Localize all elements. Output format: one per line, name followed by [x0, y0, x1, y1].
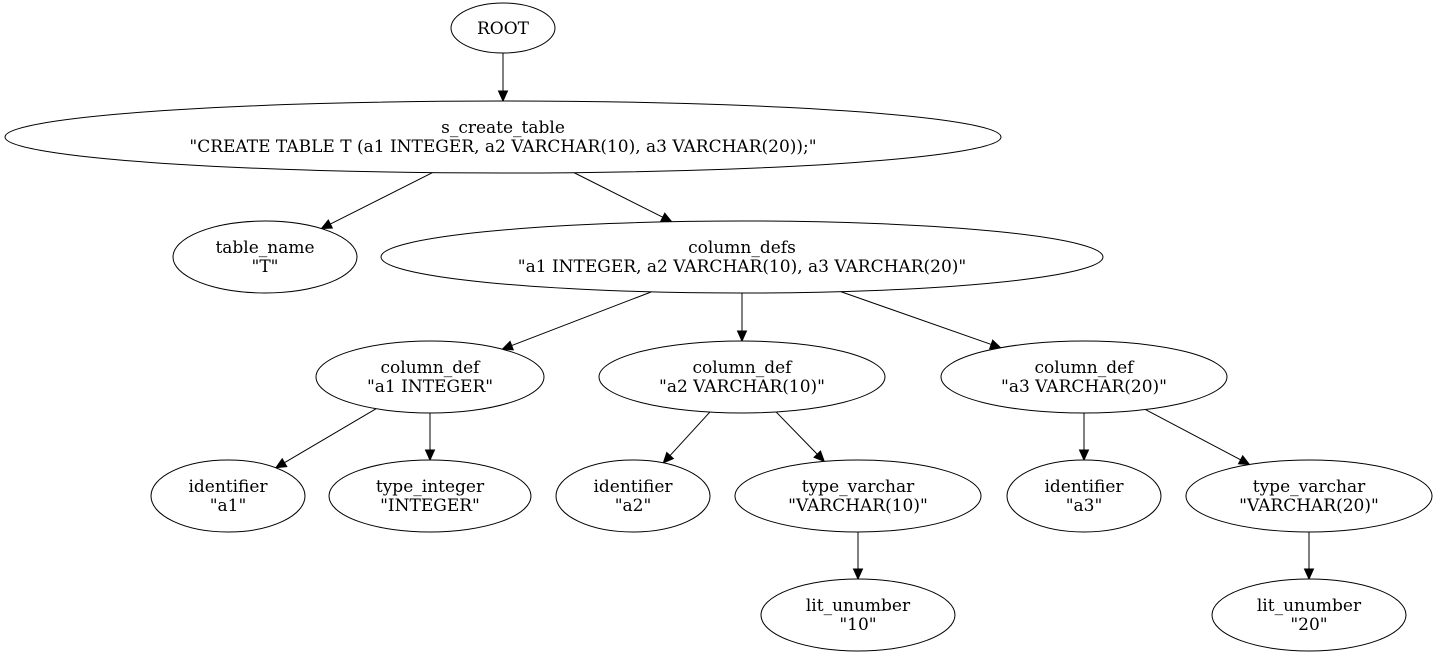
node-value: "a2" — [615, 496, 652, 516]
node-label: column_def — [693, 358, 794, 378]
arrowhead-icon — [1078, 449, 1090, 462]
node-ellipse — [734, 459, 982, 533]
node-column-def: column_def"a1 INTEGER" — [315, 340, 545, 414]
edge-cdefs-to-cd1 — [501, 291, 652, 351]
node-value: "CREATE TABLE T (a1 INTEGER, a2 VARCHAR(… — [189, 137, 816, 157]
edge-tv3-to-lit20 — [1303, 532, 1315, 581]
node-value: "a2 VARCHAR(10)" — [659, 377, 825, 397]
node-column-defs: column_defs"a1 INTEGER, a2 VARCHAR(10), … — [380, 220, 1104, 294]
arrowhead-icon — [662, 451, 675, 464]
node-ellipse — [4, 100, 1002, 174]
arrowhead-icon — [852, 568, 864, 581]
node-value: "T" — [252, 257, 279, 277]
edge-line — [330, 172, 433, 225]
node-ROOT: ROOT — [450, 2, 556, 54]
nodes-layer: ROOT s_create_table"CREATE TABLE T (a1 IN… — [4, 2, 1433, 652]
node-column-def: column_def"a3 VARCHAR(20)" — [940, 340, 1228, 414]
node-value: "a1 INTEGER, a2 VARCHAR(10), a3 VARCHAR(… — [518, 257, 966, 277]
node-ellipse — [150, 459, 306, 533]
arrowhead-icon — [320, 219, 334, 230]
node-value: "a1" — [210, 496, 247, 516]
node-ellipse — [598, 340, 886, 414]
edge-cdefs-to-cd3 — [840, 291, 1002, 350]
node-column-def: column_def"a2 VARCHAR(10)" — [598, 340, 886, 414]
arrowhead-icon — [813, 450, 826, 463]
node-type-integer: type_integer"INTEGER" — [328, 459, 532, 533]
node-ellipse — [328, 459, 532, 533]
node-value: "a3" — [1066, 496, 1103, 516]
node-identifier: identifier"a3" — [1006, 459, 1162, 533]
node-label: lit_unumber — [1257, 596, 1362, 616]
edge-cd1-to-ti1 — [424, 413, 436, 462]
node-value: "VARCHAR(20)" — [1239, 496, 1379, 516]
node-label: lit_unumber — [806, 596, 911, 616]
edge-line — [775, 411, 818, 455]
arrowhead-icon — [497, 90, 509, 103]
node-ellipse — [1211, 578, 1407, 652]
node-ellipse — [172, 220, 358, 294]
arrowhead-icon — [274, 457, 288, 469]
node-value: "10" — [839, 615, 876, 635]
edge-root-to-create — [497, 53, 509, 103]
edge-line — [840, 291, 992, 345]
node-label: type_integer — [376, 477, 485, 497]
node-type-varchar: type_varchar"VARCHAR(10)" — [734, 459, 982, 533]
node-label: type_varchar — [802, 477, 915, 497]
edge-create-to-tname — [320, 172, 433, 230]
arrowhead-icon — [501, 340, 515, 351]
arrowhead-icon — [988, 339, 1002, 350]
node-label: identifier — [1044, 477, 1124, 497]
node-identifier: identifier"a2" — [555, 459, 711, 533]
node-label: column_def — [381, 358, 482, 378]
arrowhead-icon — [1237, 454, 1251, 466]
node-ellipse — [380, 220, 1104, 294]
edge-cdefs-to-cd2 — [736, 293, 748, 343]
edge-cd3-to-tv3 — [1145, 409, 1251, 466]
node-s-create-table: s_create_table"CREATE TABLE T (a1 INTEGE… — [4, 100, 1002, 174]
node-value: "20" — [1290, 615, 1327, 635]
node-value: "a1 INTEGER" — [367, 377, 493, 397]
edge-line — [511, 291, 652, 347]
node-label: ROOT — [477, 19, 530, 39]
node-label: identifier — [593, 477, 673, 497]
node-type-varchar: type_varchar"VARCHAR(20)" — [1185, 459, 1433, 533]
node-value: "a3 VARCHAR(20)" — [1001, 377, 1167, 397]
node-label: column_def — [1035, 358, 1136, 378]
edge-line — [573, 172, 663, 218]
node-ellipse — [760, 578, 956, 652]
arrowhead-icon — [424, 449, 436, 462]
node-ellipse — [1006, 459, 1162, 533]
node-ellipse — [555, 459, 711, 533]
node-label: type_varchar — [1253, 477, 1366, 497]
edge-create-to-cdefs — [573, 172, 673, 223]
edge-tv2-to-lit10 — [852, 532, 864, 581]
node-ellipse — [315, 340, 545, 414]
edge-line — [284, 408, 377, 464]
edge-cd3-to-id3 — [1078, 413, 1090, 462]
node-ellipse — [1185, 459, 1433, 533]
arrowhead-icon — [736, 330, 748, 343]
node-label: s_create_table — [441, 118, 565, 138]
node-lit-unumber: lit_unumber"10" — [760, 578, 956, 652]
node-ellipse — [450, 2, 556, 54]
edge-cd2-to-id2 — [662, 411, 711, 464]
node-label: column_defs — [688, 238, 796, 258]
node-identifier: identifier"a1" — [150, 459, 306, 533]
node-label: identifier — [188, 477, 268, 497]
edge-cd2-to-tv2 — [775, 411, 826, 463]
edge-cd1-to-id1 — [274, 408, 377, 469]
node-ellipse — [940, 340, 1228, 414]
arrowhead-icon — [659, 212, 673, 223]
edge-line — [669, 411, 711, 456]
node-table-name: table_name"T" — [172, 220, 358, 294]
edge-line — [1145, 409, 1241, 461]
node-value: "INTEGER" — [380, 496, 480, 516]
node-label: table_name — [215, 238, 314, 258]
arrowhead-icon — [1303, 568, 1315, 581]
node-value: "VARCHAR(10)" — [788, 496, 928, 516]
edges-layer — [274, 53, 1315, 581]
node-lit-unumber: lit_unumber"20" — [1211, 578, 1407, 652]
